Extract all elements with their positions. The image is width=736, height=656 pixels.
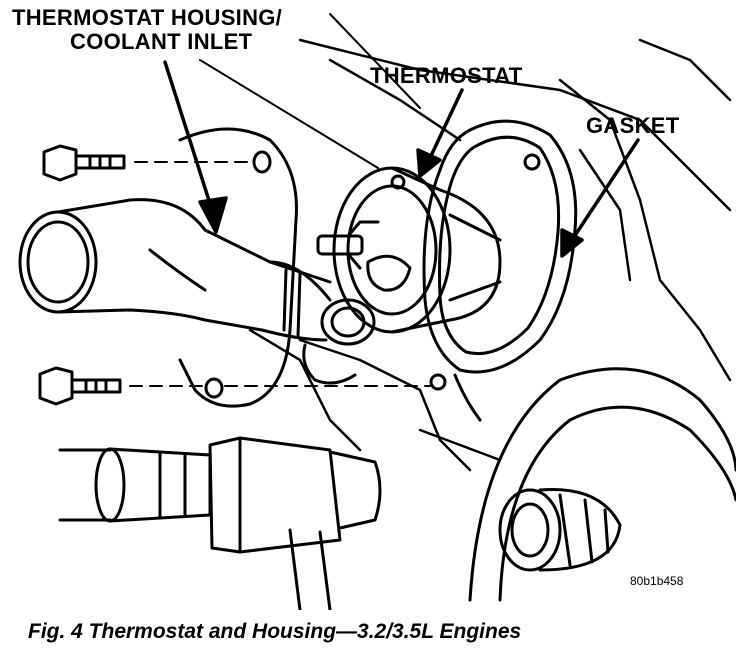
thermostat-shape: [316, 166, 502, 334]
pulley-shape: [468, 367, 736, 602]
thermostat-callout-arrow: [416, 88, 464, 178]
sensor-and-pipe: [58, 436, 382, 610]
gasket-shape: [422, 119, 578, 422]
lower-bolt: [38, 366, 431, 406]
engine-block-outline: [248, 38, 732, 472]
gasket-callout-arrow: [560, 138, 640, 258]
housing-label-line2: COOLANT INLET: [70, 29, 253, 54]
housing-callout-arrow: [163, 60, 228, 234]
housing-shape: [18, 127, 376, 408]
housing-label-line1: THERMOSTAT HOUSING/: [12, 5, 283, 30]
housing-callout-line: [199, 13, 421, 169]
upper-bolt: [42, 144, 251, 182]
figure-caption: Fig. 4 Thermostat and Housing—3.2/3.5L E…: [28, 620, 522, 643]
thermostat-label: THERMOSTAT: [370, 63, 523, 88]
part-number: 80b1b458: [630, 574, 684, 588]
housing-label: THERMOSTAT HOUSING/ COOLANT INLET: [12, 6, 282, 54]
thermostat-diagram-drawing: [18, 13, 736, 610]
gasket-label: GASKET: [586, 113, 680, 138]
